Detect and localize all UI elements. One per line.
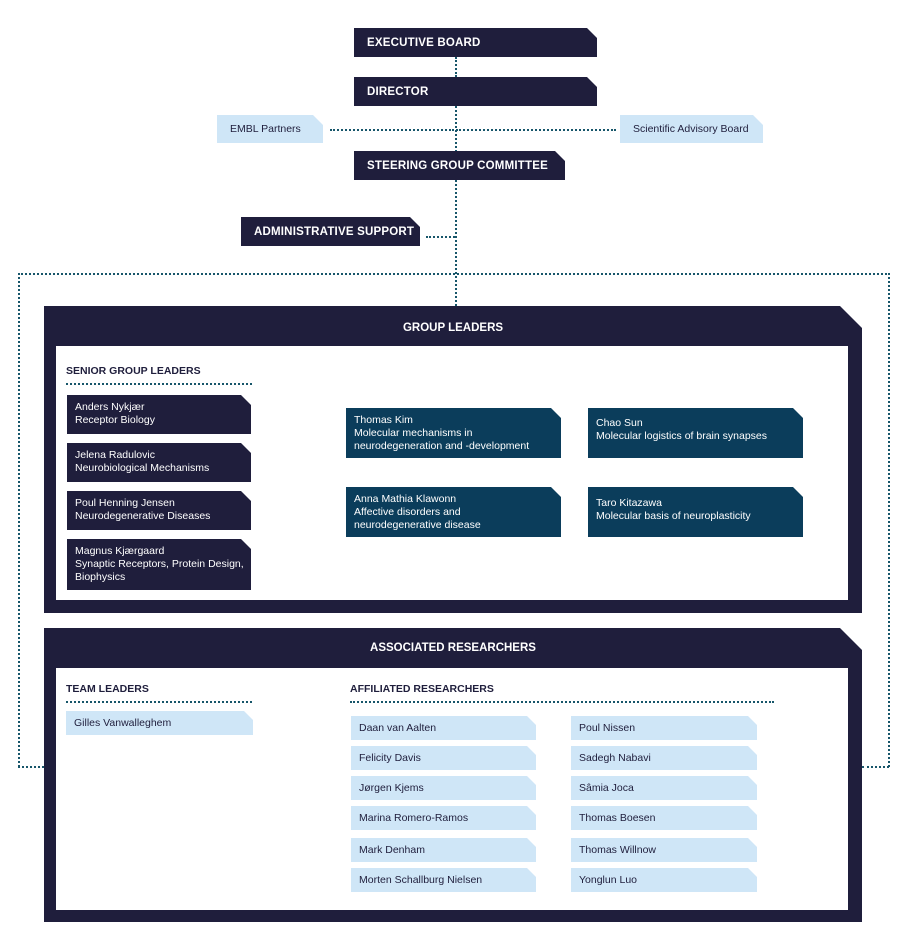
leader-name: Anders Nykjær — [75, 401, 145, 413]
scientific-advisory-box: Scientific Advisory Board — [620, 115, 763, 143]
senior-leader-card: Anders Nykjær Receptor Biology — [67, 395, 251, 434]
researcher-name: Yonglun Luo — [579, 874, 638, 886]
connector-admin — [426, 236, 455, 238]
leader-area: Synaptic Receptors, Protein Design, Biop… — [75, 558, 244, 583]
researcher-name: Gilles Vanwalleghem — [74, 717, 172, 729]
executive-board-box: EXECUTIVE BOARD — [354, 28, 597, 57]
researcher-name: Jørgen Kjems — [359, 782, 424, 794]
senior-group-leaders-heading: SENIOR GROUP LEADERS — [66, 365, 252, 385]
administrative-support-box: ADMINISTRATIVE SUPPORT — [241, 217, 420, 246]
researcher-name: Sâmia Joca — [579, 782, 634, 794]
researcher-name: Thomas Willnow — [579, 844, 657, 856]
leader-name: Magnus Kjærgaard — [75, 545, 165, 557]
team-leader-item: Gilles Vanwalleghem — [66, 711, 253, 735]
researcher-name: Marina Romero-Ramos — [359, 812, 469, 824]
connector-steering-down — [455, 180, 457, 306]
leader-area: Neurobiological Mechanisms — [75, 462, 210, 474]
researcher-name: Thomas Boesen — [579, 812, 656, 824]
leader-name: Chao Sun — [596, 417, 643, 429]
senior-leader-card: Poul Henning Jensen Neurodegenerative Di… — [67, 491, 251, 530]
affiliated-researcher-item: Sadegh Nabavi — [571, 746, 757, 770]
group-leader-card: Thomas Kim Molecular mechanisms in neuro… — [346, 408, 561, 458]
researcher-name: Morten Schallburg Nielsen — [359, 874, 483, 886]
affiliated-researcher-item: Thomas Willnow — [571, 838, 757, 862]
connector-board-director — [455, 57, 457, 77]
affiliated-researchers-heading: AFFILIATED RESEARCHERS — [350, 683, 774, 703]
steering-group-label: STEERING GROUP COMMITTEE — [367, 159, 548, 172]
group-leader-card: Chao Sun Molecular logistics of brain sy… — [588, 408, 803, 458]
affiliated-researcher-item: Yonglun Luo — [571, 868, 757, 892]
affiliated-researcher-item: Sâmia Joca — [571, 776, 757, 800]
connector-right-stub — [862, 766, 889, 768]
director-label: DIRECTOR — [367, 85, 429, 98]
leader-name: Jelena Radulovic — [75, 449, 155, 461]
leader-area: Neurodegenerative Diseases — [75, 510, 211, 522]
director-box: DIRECTOR — [354, 77, 597, 106]
connector-left-stub — [18, 766, 44, 768]
leader-area: Molecular logistics of brain synapses — [596, 430, 767, 442]
senior-leader-card: Magnus Kjærgaard Synaptic Receptors, Pro… — [67, 539, 251, 590]
connector-outer-right — [888, 273, 890, 767]
leader-name: Anna Mathia Klawonn — [354, 493, 457, 505]
group-leader-card: Taro Kitazawa Molecular basis of neuropl… — [588, 487, 803, 537]
embl-partners-box: EMBL Partners — [217, 115, 323, 143]
leader-area: Affective disorders and neurodegenerativ… — [354, 506, 481, 531]
senior-leader-card: Jelena Radulovic Neurobiological Mechani… — [67, 443, 251, 482]
researcher-name: Daan van Aalten — [359, 722, 437, 734]
team-leaders-heading: TEAM LEADERS — [66, 683, 252, 703]
researcher-name: Felicity Davis — [359, 752, 421, 764]
embl-partners-label: EMBL Partners — [230, 123, 301, 135]
leader-name: Thomas Kim — [354, 414, 413, 426]
group-leaders-title: GROUP LEADERS — [402, 322, 504, 334]
researcher-name: Mark Denham — [359, 844, 425, 856]
connector-outer-top — [18, 273, 890, 275]
leader-name: Poul Henning Jensen — [75, 497, 175, 509]
researcher-name: Poul Nissen — [579, 722, 636, 734]
affiliated-researcher-item: Marina Romero-Ramos — [351, 806, 536, 830]
group-leader-card: Anna Mathia Klawonn Affective disorders … — [346, 487, 561, 537]
connector-advisory — [456, 129, 616, 131]
connector-partners — [330, 129, 454, 131]
affiliated-researcher-item: Thomas Boesen — [571, 806, 757, 830]
affiliated-researcher-item: Mark Denham — [351, 838, 536, 862]
leader-area: Molecular basis of neuroplasticity — [596, 510, 751, 522]
affiliated-researcher-item: Morten Schallburg Nielsen — [351, 868, 536, 892]
researcher-name: Sadegh Nabavi — [579, 752, 651, 764]
associated-researchers-title: ASSOCIATED RESEARCHERS — [370, 642, 536, 654]
affiliated-researcher-item: Daan van Aalten — [351, 716, 536, 740]
executive-board-label: EXECUTIVE BOARD — [367, 36, 481, 49]
leader-area: Receptor Biology — [75, 414, 155, 426]
affiliated-researcher-item: Felicity Davis — [351, 746, 536, 770]
scientific-advisory-label: Scientific Advisory Board — [633, 123, 749, 135]
administrative-support-label: ADMINISTRATIVE SUPPORT — [254, 225, 415, 238]
leader-name: Taro Kitazawa — [596, 497, 662, 509]
connector-outer-left — [18, 273, 20, 767]
affiliated-researcher-item: Poul Nissen — [571, 716, 757, 740]
steering-group-box: STEERING GROUP COMMITTEE — [354, 151, 565, 180]
leader-area: Molecular mechanisms in neurodegeneratio… — [354, 427, 530, 452]
affiliated-researcher-item: Jørgen Kjems — [351, 776, 536, 800]
